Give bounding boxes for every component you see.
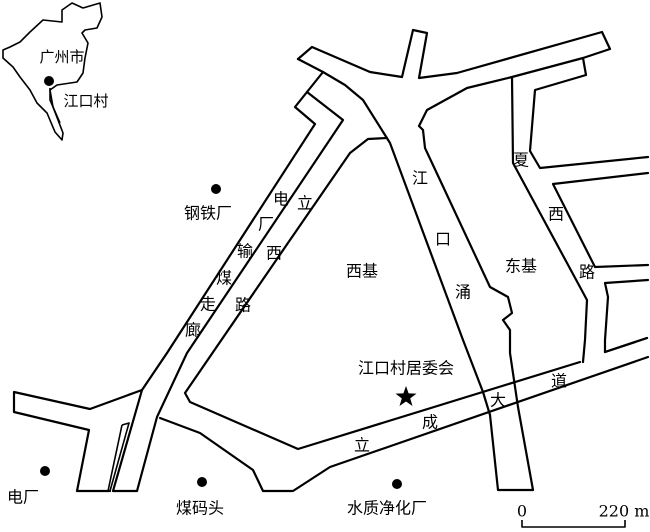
road-network [12, 28, 650, 493]
water-plant-label: 水质净化厂 [347, 499, 427, 518]
corridor-char: 走 [200, 295, 216, 314]
xiaxi-road-char: 路 [579, 263, 595, 282]
licheng-avenue-south-edge [158, 355, 650, 493]
corridor-sliver [107, 422, 130, 492]
scale-bar-line [521, 520, 626, 528]
power-plant-spur [12, 388, 144, 493]
licheng-avenue-char: 大 [490, 391, 506, 410]
coal-wharf-dot [197, 477, 207, 487]
xiaxi-road-char: 夏 [513, 151, 529, 170]
corridor-char: 煤 [216, 269, 232, 288]
inset-map: 广州市 江口村 [2, 2, 109, 141]
corridor-middle-line [135, 90, 345, 493]
licheng-avenue-char: 立 [354, 436, 370, 455]
corridor-left-edge [111, 57, 325, 493]
corridor-char: 厂 [258, 215, 274, 234]
scale-start-label: 0 [517, 502, 527, 521]
licheng-avenue-east-segment [603, 336, 649, 354]
lixi-road-char: 西 [266, 244, 282, 263]
scale-bar: 0 220 m [517, 502, 649, 528]
stream-left-bank [321, 56, 585, 492]
inset-village-dot [44, 76, 54, 86]
xiaxi-road-east-edge [551, 171, 650, 269]
corridor-char: 电 [273, 190, 289, 209]
corridor-char: 输 [237, 242, 253, 261]
lixi-road-char: 立 [297, 194, 313, 213]
inset-river [49, 88, 61, 124]
corridor-char: 廊 [185, 321, 201, 340]
stream-char: 涌 [455, 283, 471, 302]
dongji-label: 东基 [505, 257, 537, 276]
lixi-road-east-edge [183, 136, 582, 451]
committee-label: 江口村居委会 [358, 359, 454, 378]
power-plant-dot [40, 466, 50, 476]
stream-char: 江 [412, 169, 428, 188]
coal-wharf-label: 煤码头 [176, 499, 224, 518]
inset-city-label: 广州市 [39, 48, 84, 66]
guangzhou-outline [2, 2, 103, 141]
licheng-avenue-char: 成 [422, 413, 438, 432]
lixi-road-char: 路 [235, 296, 251, 315]
point-features: 钢铁厂 电厂 煤码头 水质净化厂 西基 东基 江口村居委会 [7, 184, 537, 518]
inset-village-label: 江口村 [63, 92, 108, 110]
stream-char: 口 [435, 230, 451, 249]
steel-plant-label: 钢铁厂 [184, 204, 232, 223]
committee-star-icon [395, 386, 417, 406]
licheng-avenue-char: 道 [551, 372, 567, 391]
xiaxi-road-east-edge-lower [603, 278, 650, 354]
xiaxi-road-west-edge [510, 75, 589, 364]
power-plant-label: 电厂 [7, 488, 39, 507]
scale-end-label: 220 m [599, 502, 650, 521]
steel-plant-dot [211, 184, 221, 194]
xiaxi-road-char: 西 [548, 205, 564, 224]
water-plant-dot [392, 479, 402, 489]
nw-ne-road-top-edge [296, 28, 650, 170]
road-labels: 电 厂 输 煤 走 廊 立 西 路 江 口 涌 夏 西 路 立 成 大 道 [185, 151, 595, 455]
xiji-label: 西基 [346, 262, 378, 281]
